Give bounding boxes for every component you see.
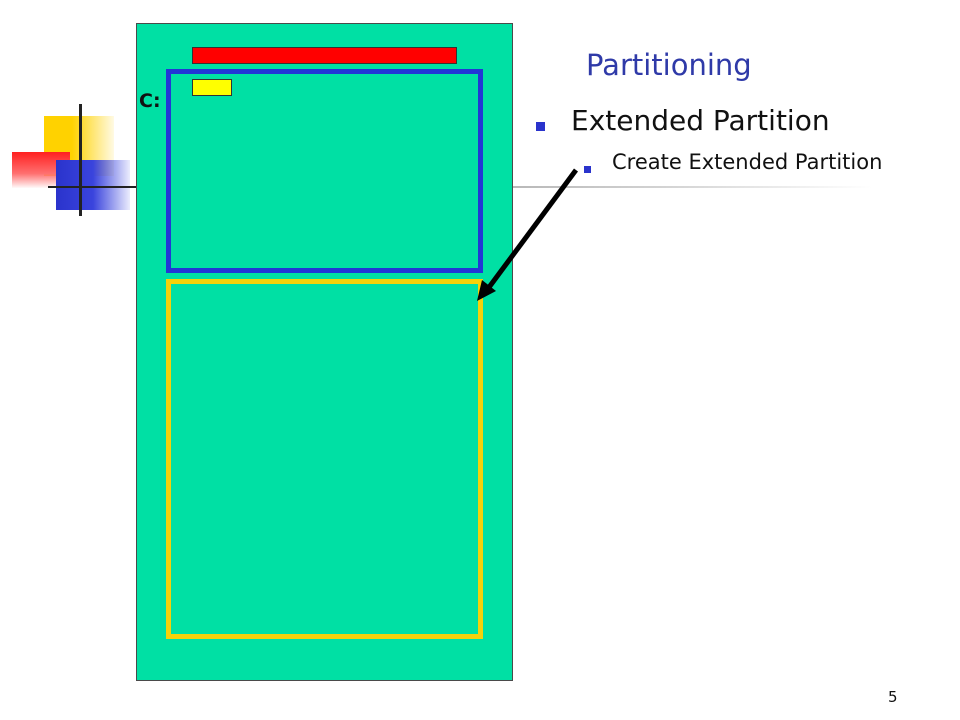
logo-vertical-line <box>79 104 82 216</box>
bullet-extended-partition: Extended Partition <box>571 104 830 137</box>
mbr-bar <box>192 47 457 64</box>
logo-horizontal-line <box>48 186 144 188</box>
title-underline <box>512 186 872 188</box>
page-number: 5 <box>888 688 898 706</box>
arrow-shaft <box>484 168 579 292</box>
extended-partition-box <box>166 279 483 639</box>
logo-blue-square <box>56 160 130 210</box>
slide-logo <box>10 100 144 216</box>
drive-label: C: <box>139 90 161 112</box>
sub-bullet-square-icon <box>584 166 591 173</box>
sub-bullet-create-extended-partition: Create Extended Partition <box>612 150 883 174</box>
disk-diagram <box>136 23 513 681</box>
boot-sector-tag <box>192 79 232 96</box>
primary-partition-box <box>166 69 483 273</box>
arrow-head <box>477 280 496 301</box>
bullet-square-icon <box>536 122 545 131</box>
slide-title: Partitioning <box>586 48 752 82</box>
